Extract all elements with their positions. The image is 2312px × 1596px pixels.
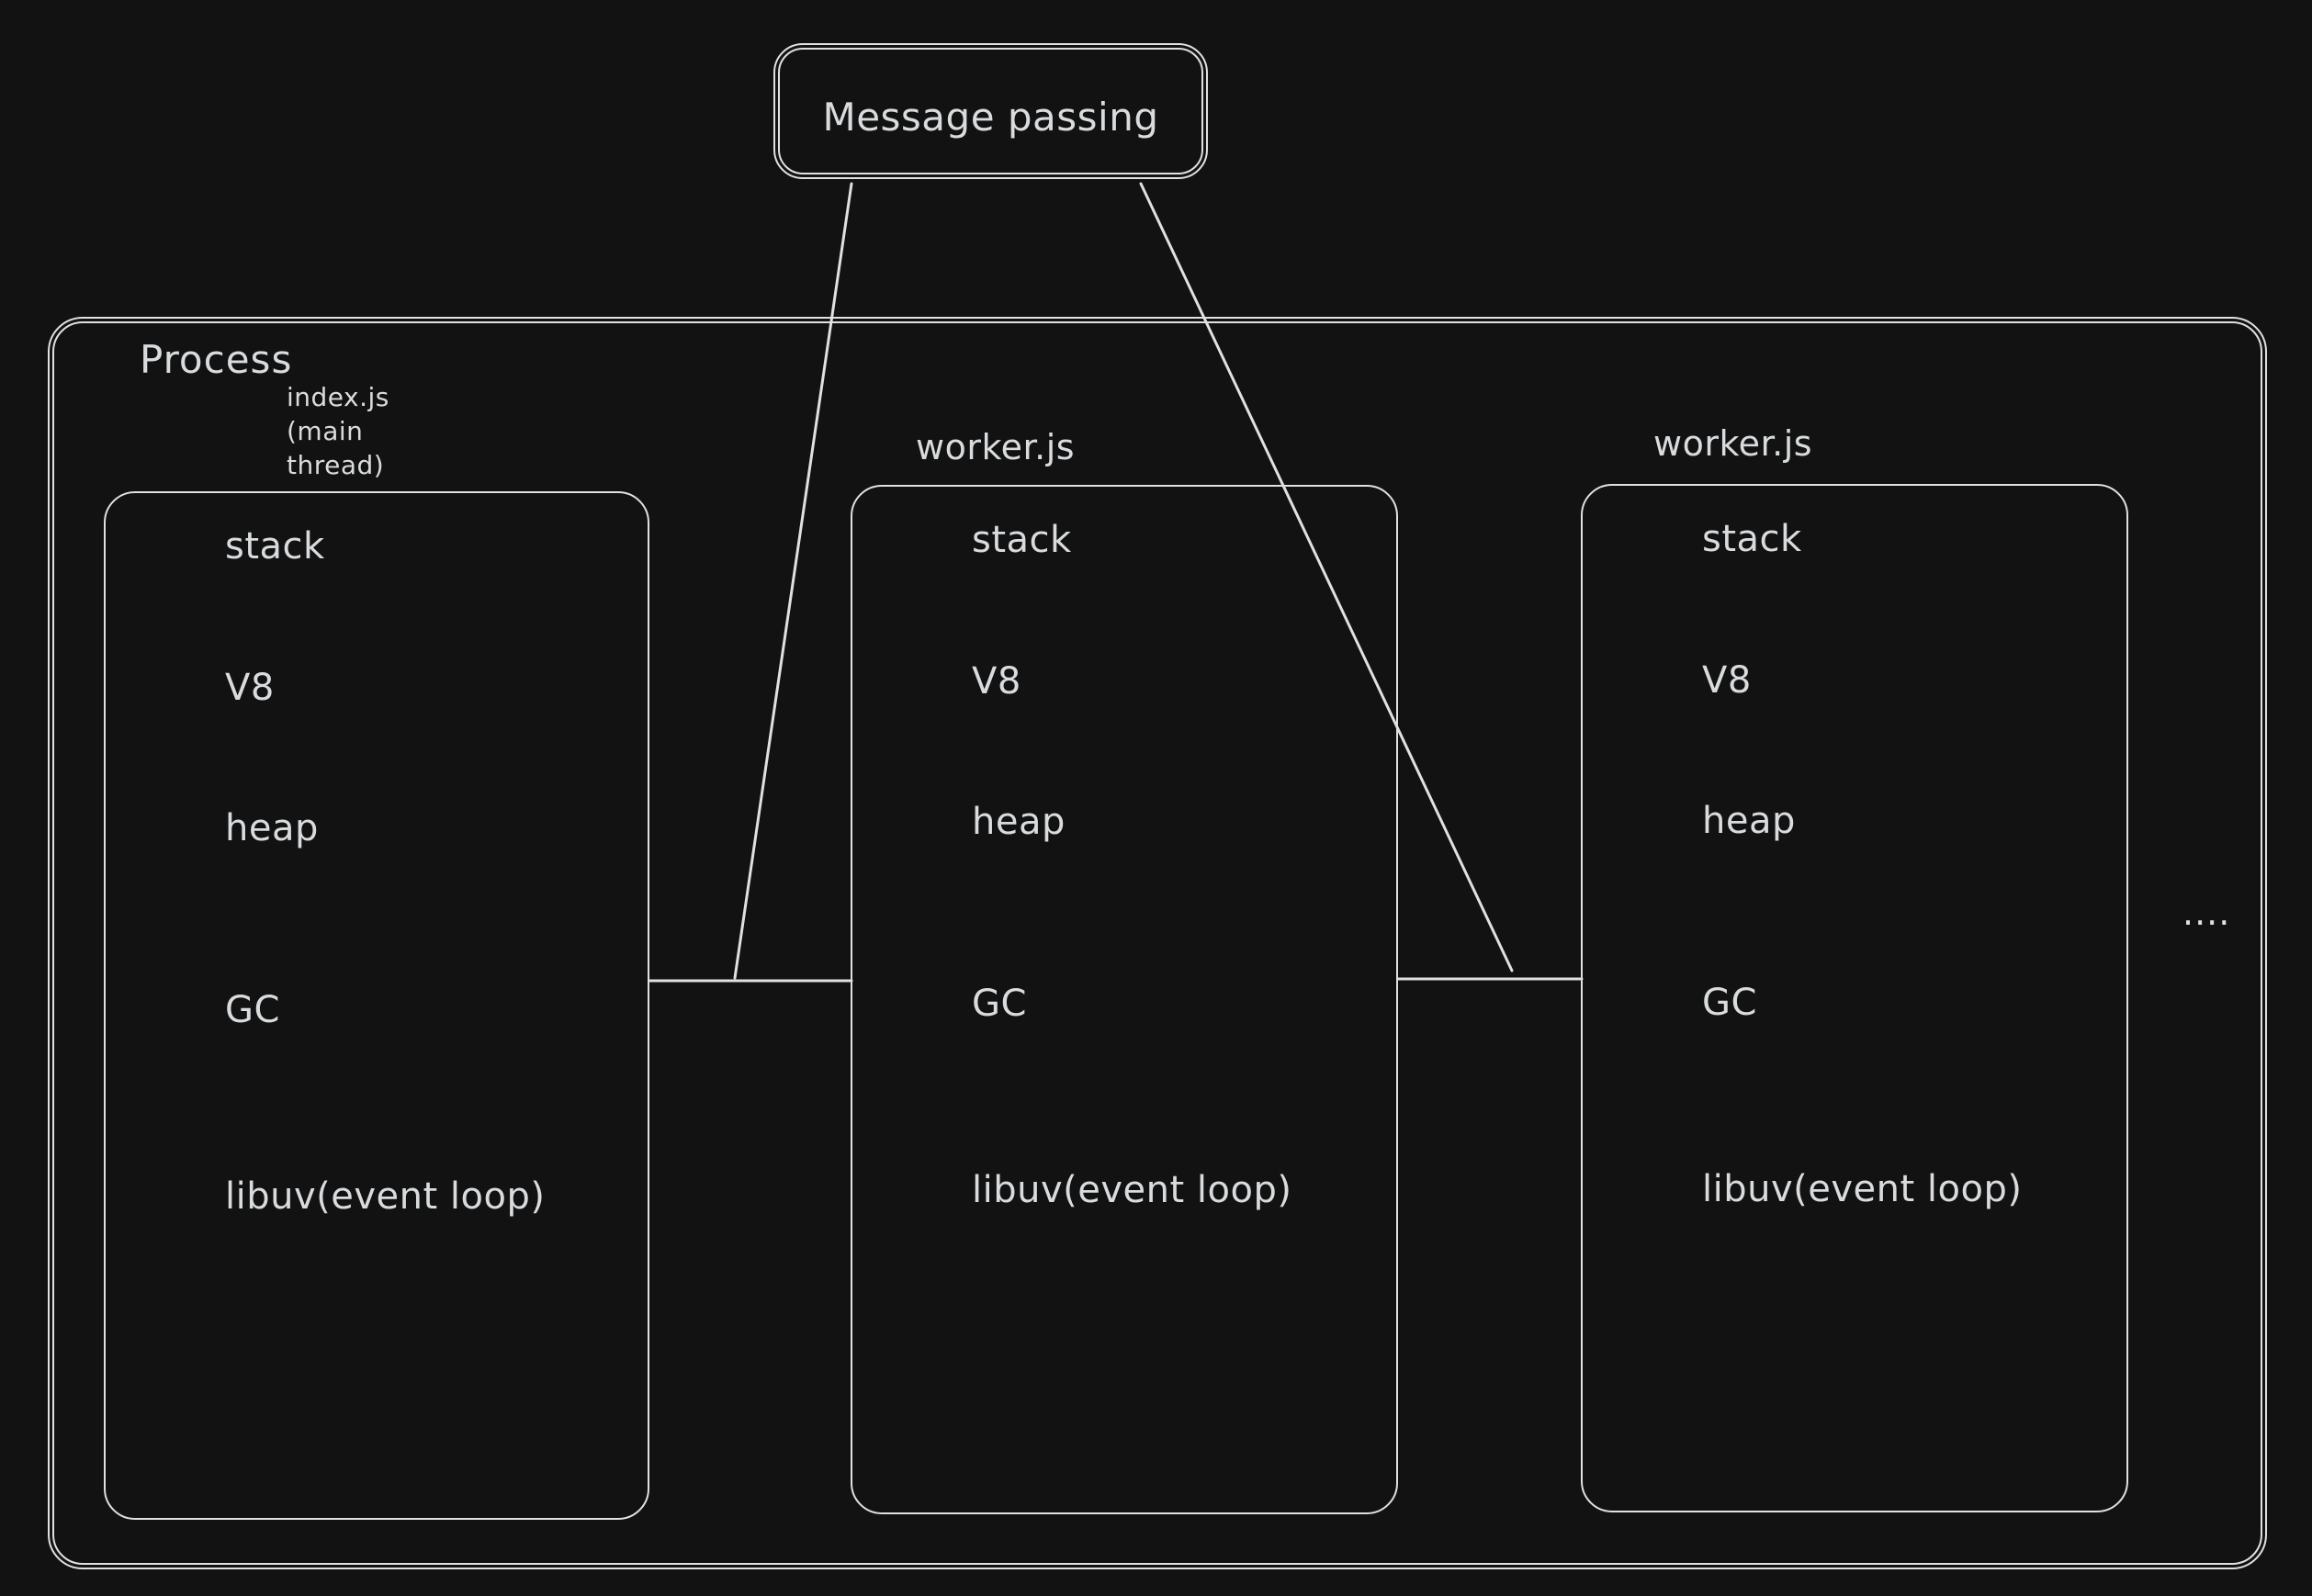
main-thread-item-heap: heap: [225, 807, 319, 849]
worker-title-1: worker.js: [916, 427, 1076, 467]
worker-title-2: worker.js: [1653, 423, 1813, 464]
worker1-item-libuv: libuv(event loop): [972, 1169, 1292, 1211]
main-thread-item-stack: stack: [225, 525, 325, 568]
worker1-item-stack: stack: [972, 519, 1072, 561]
main-thread-note-line-2: (main: [287, 416, 364, 446]
process-label: Process: [140, 337, 293, 382]
worker2-item-v8: V8: [1702, 659, 1752, 702]
main-thread-item-gc: GC: [225, 989, 280, 1031]
main-thread-box: stack V8 heap GC libuv(event loop): [104, 491, 649, 1520]
main-thread-note-line-1: index.js: [287, 382, 389, 412]
worker1-item-v8: V8: [972, 660, 1021, 702]
worker2-item-heap: heap: [1702, 800, 1796, 842]
worker-thread-box-2: stack V8 heap GC libuv(event loop): [1581, 484, 2128, 1512]
main-thread-item-v8: V8: [225, 667, 275, 709]
worker2-item-gc: GC: [1702, 982, 1757, 1024]
main-thread-note: index.js (main thread): [287, 380, 389, 482]
worker2-item-libuv: libuv(event loop): [1702, 1168, 2023, 1210]
worker1-item-gc: GC: [972, 983, 1027, 1025]
main-thread-item-libuv: libuv(event loop): [225, 1175, 546, 1218]
worker2-item-stack: stack: [1702, 518, 1802, 560]
worker-thread-box-1: stack V8 heap GC libuv(event loop): [851, 485, 1398, 1514]
message-passing-label: Message passing: [822, 94, 1159, 140]
more-workers-ellipsis: ....: [2182, 893, 2231, 933]
message-passing-box: Message passing: [773, 43, 1208, 179]
main-thread-note-line-3: thread): [287, 450, 385, 480]
worker1-item-heap: heap: [972, 801, 1066, 843]
